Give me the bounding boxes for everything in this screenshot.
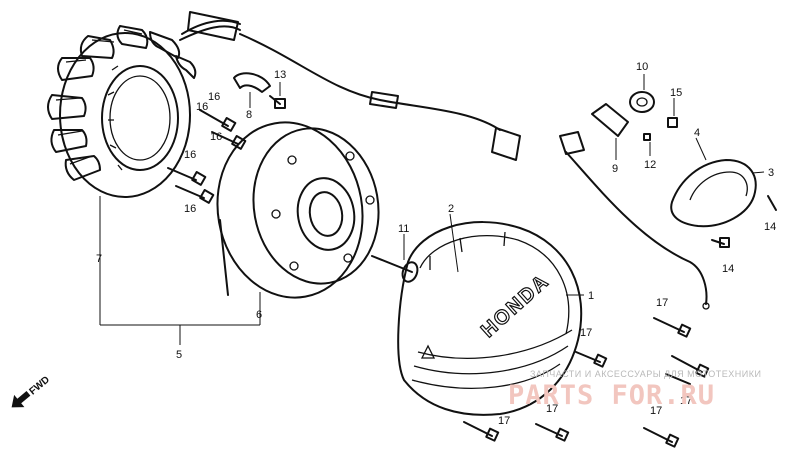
callout-16e: 16 [196, 101, 208, 113]
callout-9: 9 [612, 163, 618, 175]
callout-17b: 17 [580, 327, 592, 339]
forward-arrow-icon [11, 390, 31, 408]
callout-4: 4 [694, 127, 700, 139]
callout-17e: 17 [546, 403, 558, 415]
inspection-cover [670, 159, 777, 248]
cover-bolts [463, 317, 710, 448]
pulse-generator-bracket [233, 72, 286, 109]
callout-16b: 16 [210, 131, 222, 143]
callout-14a: 14 [764, 221, 776, 233]
cover-dowel-bolt [371, 255, 419, 283]
cover-brand-text: HONDA [477, 270, 554, 342]
callout-5: 5 [176, 349, 182, 361]
callout-6: 6 [256, 309, 262, 321]
stator-illustration [47, 11, 521, 198]
callout-14b: 14 [722, 263, 734, 275]
callout-10: 10 [636, 61, 648, 73]
callout-15: 15 [670, 87, 682, 99]
watermark-logo: PARTS FOR.RU [508, 380, 715, 411]
callout-1: 1 [588, 290, 594, 302]
oil-seal [629, 91, 678, 141]
callout-8: 8 [246, 109, 252, 121]
watermark: PARTS FOR.RU ЗАПЧАСТИ И АКСЕССУАРЫ ДЛЯ М… [508, 369, 761, 411]
callout-16c: 16 [184, 149, 196, 161]
callout-16d: 16 [184, 203, 196, 215]
leader-lines [99, 74, 765, 345]
forward-direction-indicator: FWD [11, 374, 52, 408]
callout-16a: 16 [208, 91, 220, 103]
watermark-tagline: ЗАПЧАСТИ И АКСЕССУАРЫ ДЛЯ МОТОТЕХНИКИ [530, 369, 761, 379]
callout-numbers: 1 2 3 4 5 6 7 8 9 10 11 12 13 14 14 15 1… [96, 61, 776, 427]
flywheel-illustration [216, 121, 380, 299]
callout-11: 11 [398, 223, 409, 235]
callout-17f: 17 [650, 405, 662, 417]
stator-bolts [167, 109, 247, 204]
callout-12: 12 [644, 159, 656, 171]
callout-7: 7 [96, 253, 102, 265]
callout-17a: 17 [656, 297, 668, 309]
fwd-label: FWD [27, 374, 52, 397]
callout-2: 2 [448, 203, 454, 215]
callout-13: 13 [274, 69, 286, 81]
callout-3: 3 [768, 167, 774, 179]
callout-17c: 17 [680, 395, 692, 407]
pickup-sensor [559, 103, 710, 310]
callout-17d: 17 [498, 415, 510, 427]
